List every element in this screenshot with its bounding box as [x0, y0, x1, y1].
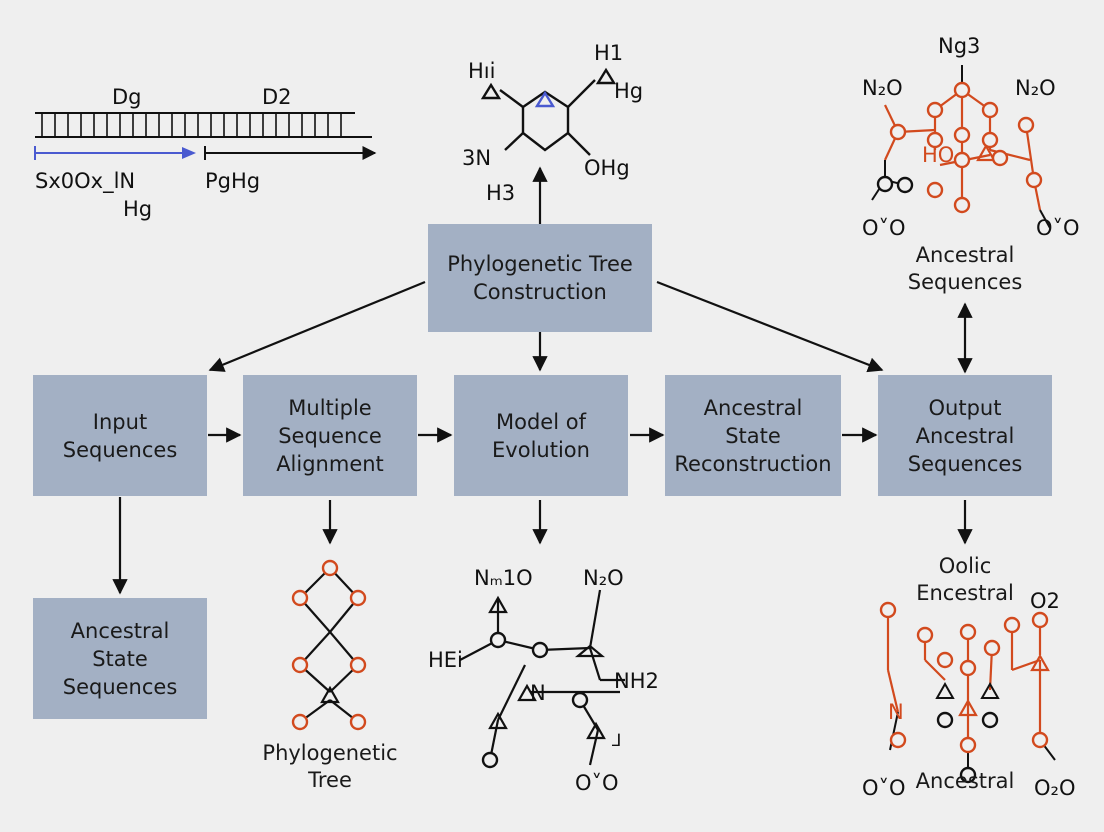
label-phylogenetic-tree: Phylogenetic Tree — [262, 741, 398, 792]
atom-ring — [1025, 171, 1043, 189]
atom-ring — [953, 126, 971, 144]
box-input-sequences: Input Sequences — [33, 375, 207, 496]
mol-tr-label-ovo-right: O˅O — [1036, 216, 1080, 240]
atom-ring — [926, 181, 944, 199]
atom-ring — [349, 713, 367, 731]
atom-ring — [876, 175, 894, 193]
mol-br-label-n: N — [888, 700, 904, 724]
box-multiple-sequence-alignment: Multiple Sequence Alignment — [243, 375, 417, 496]
mol-tr-label-ovo-left: O˅O — [862, 216, 906, 240]
molecule-bottom-center — [459, 589, 625, 766]
atom-ring — [1031, 611, 1049, 629]
atom-ring — [889, 123, 907, 141]
label-ancestral-sequences-top: Ancestral Sequences — [907, 243, 1023, 294]
mol-bc-label-n: N — [530, 681, 546, 705]
atom-ring — [291, 713, 309, 731]
atom-ring — [981, 131, 999, 149]
atom-ring — [981, 711, 999, 729]
box-phylogenetic-tree-construction: Phylogenetic Tree Construction — [428, 224, 652, 332]
arrow-tree-to-input — [208, 280, 426, 372]
atom-ring — [489, 631, 507, 649]
dna-label-left: Sx0Ox_lN — [35, 169, 135, 194]
atom-ring — [926, 101, 944, 119]
arrow-tree-to-output — [656, 280, 884, 373]
mol-tr-label-ho: HO — [922, 143, 954, 167]
atom-ring — [571, 691, 589, 709]
mol-top-label-h1: H1 — [594, 41, 623, 65]
atom-ring — [959, 736, 977, 754]
atom-ring — [889, 731, 907, 749]
molecule-bottom-right — [879, 601, 1056, 784]
mol-tr-label-no-right: N₂O — [1015, 76, 1056, 100]
atom-ring — [959, 659, 977, 677]
flow-arrows — [112, 166, 973, 595]
atom-ring — [959, 766, 977, 784]
atom-ring — [291, 589, 309, 607]
atom-ring — [896, 176, 914, 194]
box-model-of-evolution: Model of Evolution — [454, 375, 628, 496]
molecule-top — [480, 67, 617, 156]
atom-ring — [1003, 616, 1021, 634]
box-ancestral-state-reconstruction: Ancestral State Reconstruction — [665, 375, 841, 496]
atom-ring — [291, 656, 309, 674]
mol-bc-label-hei: HEi — [428, 648, 463, 672]
dna-label-right: PgHg — [205, 169, 260, 193]
atom-ring — [1017, 116, 1035, 134]
dna-label-d2: D2 — [262, 85, 292, 109]
mol-top-label-h3: H3 — [486, 181, 515, 205]
atom-ring — [349, 589, 367, 607]
atom-ring — [321, 559, 339, 577]
atom-ring — [981, 101, 999, 119]
atom-ring — [953, 151, 971, 169]
atom-ring — [926, 131, 944, 149]
atom-ring — [916, 626, 934, 644]
atom-ring — [991, 149, 1009, 167]
mol-br-label-o2: O2 — [1030, 589, 1060, 613]
molecule-phylo-tree — [291, 559, 367, 731]
dna-label-left-sub: Hg — [123, 197, 152, 221]
atom-ring — [953, 81, 971, 99]
atom-ring — [1031, 731, 1049, 749]
dna-label-dg: Dg — [112, 85, 142, 109]
mol-bc-label-ovo: O˅O — [575, 771, 619, 795]
atom-ring — [983, 639, 1001, 657]
mol-top-label-3n: 3N — [462, 146, 491, 170]
mol-bc-label-j: ⅃ — [612, 731, 621, 751]
box-ancestral-state-sequences: Ancestral State Sequences — [33, 598, 207, 719]
molecule-top-right — [871, 65, 1051, 229]
dna-track: Dg D2 Sx0Ox_lN Hg PgHg — [34, 85, 377, 221]
label-oolic-encestral: Oolic Encestral — [916, 554, 1014, 605]
mol-top-label-ohg: OHg — [584, 156, 630, 180]
box-output-ancestral-sequences: Output Ancestral Sequences — [878, 375, 1052, 496]
mol-bc-label-no: N₂O — [583, 566, 624, 590]
label-ancestral-bottom: Ancestral — [915, 769, 1015, 793]
atom-ring — [936, 651, 954, 669]
atom-ring — [953, 196, 971, 214]
mol-top-label-hi: Hıi — [468, 59, 495, 83]
atom-ring — [531, 641, 549, 659]
atom-ring — [879, 601, 897, 619]
mol-tr-label-ng3: Ng3 — [938, 34, 980, 58]
atom-ring — [349, 656, 367, 674]
mol-bc-label-n1o: Nₘ1O — [474, 566, 533, 590]
molecule-bottom-center-atoms — [481, 631, 589, 769]
mol-bc-label-nh2: NH2 — [614, 669, 659, 693]
atom-ring — [959, 623, 977, 641]
mol-tr-label-no-left: N₂O — [862, 76, 903, 100]
mol-br-label-ovo: O˅O — [862, 776, 906, 800]
mol-br-label-no: O₂O — [1034, 776, 1075, 800]
mol-top-label-hg: Hg — [614, 79, 643, 103]
atom-ring — [936, 711, 954, 729]
atom-ring — [481, 751, 499, 769]
